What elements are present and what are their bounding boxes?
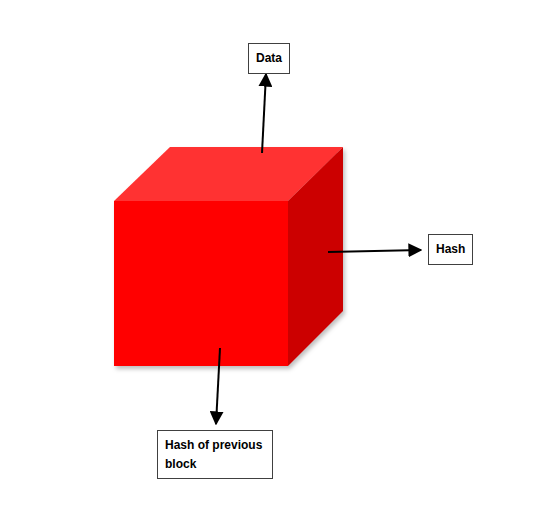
leader-arrow	[328, 250, 421, 252]
cube-front-face	[114, 201, 288, 366]
cube-side-face	[288, 147, 343, 366]
box-label: Hash of previous block	[165, 436, 265, 473]
box-label: Hash	[436, 240, 465, 259]
label-box: Hash	[428, 234, 473, 265]
box-label: Data	[256, 49, 282, 68]
leader-arrow	[262, 74, 266, 153]
red-cube	[114, 147, 343, 366]
label-box: Data	[248, 43, 290, 74]
leader-arrow	[216, 348, 220, 424]
label-box: Hash of previous block	[157, 430, 273, 479]
